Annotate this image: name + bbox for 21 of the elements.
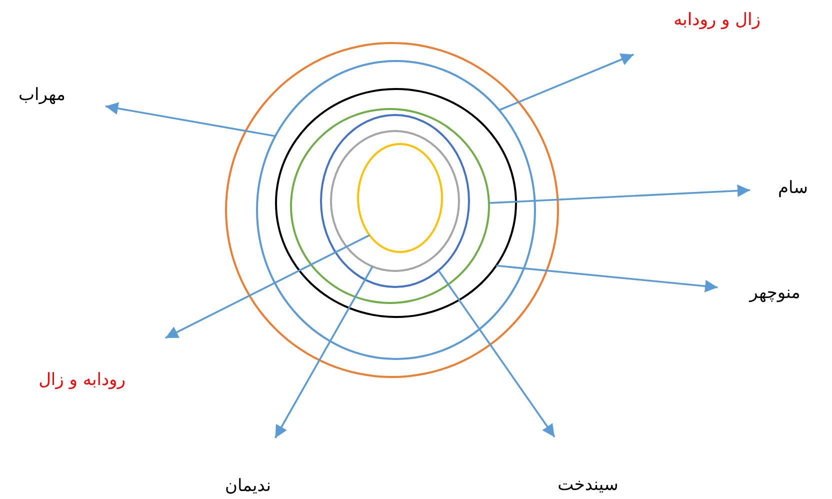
ellipse	[225, 42, 559, 378]
ellipse	[290, 108, 490, 304]
node-label: سام	[778, 178, 808, 198]
ellipse	[357, 143, 443, 253]
ellipse	[275, 88, 517, 318]
node-label: ندیمان	[225, 476, 271, 496]
arrow	[274, 266, 374, 438]
arrow	[488, 184, 750, 204]
arrow	[438, 270, 556, 438]
node-label: مهراب	[18, 85, 66, 105]
node-label: رودابه و زال	[38, 370, 126, 390]
node-label: منوچهر	[750, 283, 800, 303]
arrow	[496, 264, 718, 292]
arrow	[498, 54, 634, 111]
node-label: سیندخت	[558, 475, 618, 495]
arrow	[105, 102, 276, 138]
arrow	[165, 234, 370, 339]
ellipse	[330, 130, 460, 272]
ellipse	[256, 60, 536, 360]
node-label: زال و رودابه	[674, 10, 760, 30]
ellipse	[320, 114, 470, 288]
